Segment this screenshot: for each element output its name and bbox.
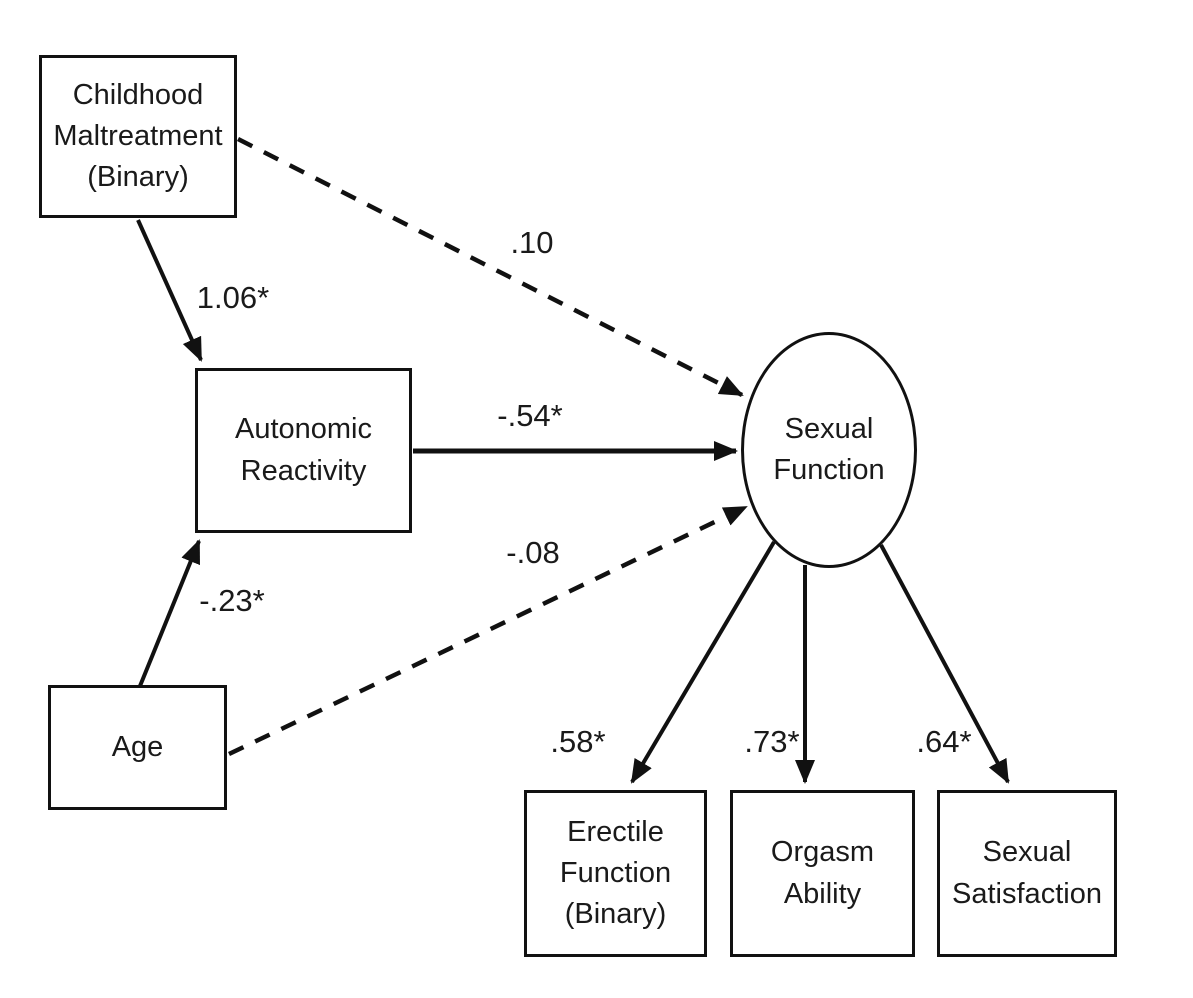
node-age: Age (48, 685, 227, 810)
node-autonomic-reactivity: Autonomic Reactivity (195, 368, 412, 533)
node-sexual-function-ellipse: Sexual Function (741, 332, 917, 568)
path-label-sf-oa: .73* (744, 724, 800, 759)
node-age-label: Age (111, 730, 164, 763)
edge-age-to-ar-arrow (138, 539, 201, 687)
edge-cm-to-ar-arrow (136, 219, 203, 362)
node-autonomic-reactivity-label: Autonomic Reactivity (234, 413, 372, 487)
node-childhood-maltreatment: Childhood Maltreatment (Binary) (39, 55, 237, 218)
path-label-age-sf: -.08 (506, 535, 560, 570)
path-label-sf-ss: .64* (916, 724, 972, 759)
edge-sf-to-ss-arrow (879, 544, 1010, 784)
node-orgasm-ability-label: Orgasm Ability (770, 836, 875, 910)
path-label-sf-ef: .58* (550, 724, 606, 759)
node-erectile-function: Erectile Function (Binary) (524, 790, 707, 957)
node-childhood-maltreatment-label: Childhood Maltreatment (Binary) (53, 78, 223, 194)
node-sexual-satisfaction-label: Sexual Satisfaction (952, 836, 1102, 910)
edge-sf-to-ef-arrow (630, 540, 776, 784)
edge-cm-to-sf-arrow (236, 136, 744, 398)
edge-age-to-sf-arrow (228, 504, 748, 757)
path-label-ar-sf: -.54* (497, 398, 563, 433)
node-sexual-satisfaction: Sexual Satisfaction (937, 790, 1117, 957)
path-label-cm-sf: .10 (510, 225, 554, 260)
node-sexual-function-label: Sexual Function (773, 412, 885, 486)
node-orgasm-ability: Orgasm Ability (730, 790, 915, 957)
path-label-age-ar: -.23* (199, 583, 265, 618)
node-erectile-function-label: Erectile Function (Binary) (559, 815, 672, 931)
path-label-cm-ar: 1.06* (196, 280, 270, 315)
